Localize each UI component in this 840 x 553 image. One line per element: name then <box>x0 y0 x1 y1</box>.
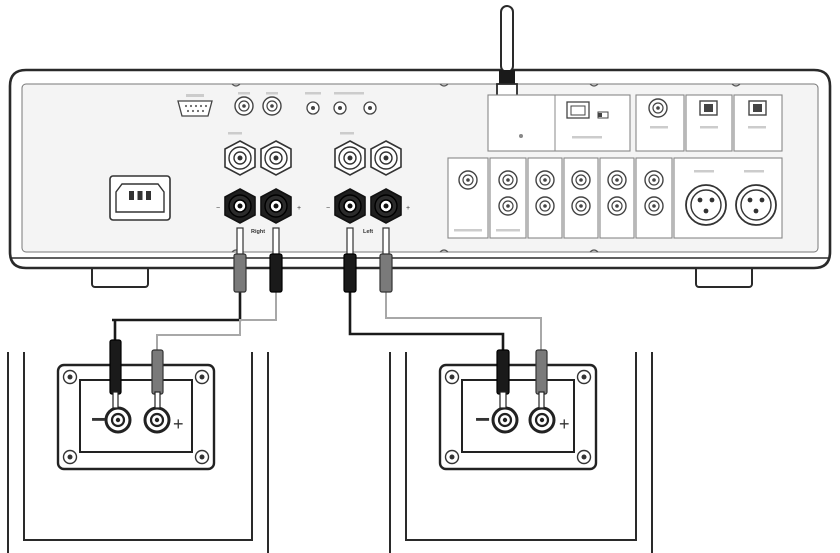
amp-left-label: Left <box>363 229 373 235</box>
amp-plug-right-negative <box>233 227 247 293</box>
right-negative-wire <box>112 290 242 322</box>
left-positive-wire <box>385 290 542 352</box>
amp-plus-label-left: + <box>406 205 410 212</box>
amp-plug-left-negative <box>343 227 357 293</box>
speaker-terminals-b <box>224 132 402 176</box>
analogue-inputs <box>447 157 783 239</box>
preout-rca-jacks <box>234 92 282 116</box>
amp-minus-label-left: − <box>326 205 330 212</box>
speaker-left-positive-terminal <box>528 406 556 434</box>
speaker-right-plus: + <box>173 414 184 434</box>
speaker-terminal-plate-left: − + <box>438 363 598 471</box>
right-positive-wire <box>156 290 277 352</box>
speaker-plug-right-negative <box>109 339 122 409</box>
speaker-left-negative-terminal <box>491 406 519 434</box>
amp-plug-left-positive <box>379 227 393 293</box>
speaker-left-minus: − <box>475 404 490 434</box>
amp-right-label: Right <box>251 229 265 235</box>
speaker-cabinet-left <box>389 352 653 553</box>
speaker-plug-left-positive <box>535 349 548 409</box>
amplifier: − + − + Right Left <box>8 5 832 288</box>
left-negative-wire <box>348 290 505 352</box>
speaker-cables <box>109 227 548 409</box>
power-inlet <box>109 175 171 221</box>
digital-inputs <box>635 94 783 152</box>
amp-minus-label-right: − <box>216 205 220 212</box>
speaker-terminals-a: − + − + Right Left <box>216 188 410 235</box>
chassis-notches <box>231 83 741 253</box>
speaker-plug-left-negative <box>496 349 510 409</box>
speaker-cabinet-right <box>7 352 269 553</box>
speaker-right-minus: − <box>91 404 106 434</box>
speaker-left-plus: + <box>559 414 570 434</box>
rs232-port <box>177 94 213 117</box>
speaker-right-negative-terminal <box>104 406 132 434</box>
amp-plus-label-right: + <box>297 205 301 212</box>
speaker-terminal-plate-right: − + <box>56 363 216 471</box>
speaker-right-positive-terminal <box>143 406 171 434</box>
speaker-plug-right-positive <box>151 349 164 409</box>
trigger-jacks <box>305 92 377 115</box>
amp-plug-right-positive <box>269 227 283 293</box>
wifi-antenna <box>496 5 518 103</box>
network-module <box>487 94 631 152</box>
